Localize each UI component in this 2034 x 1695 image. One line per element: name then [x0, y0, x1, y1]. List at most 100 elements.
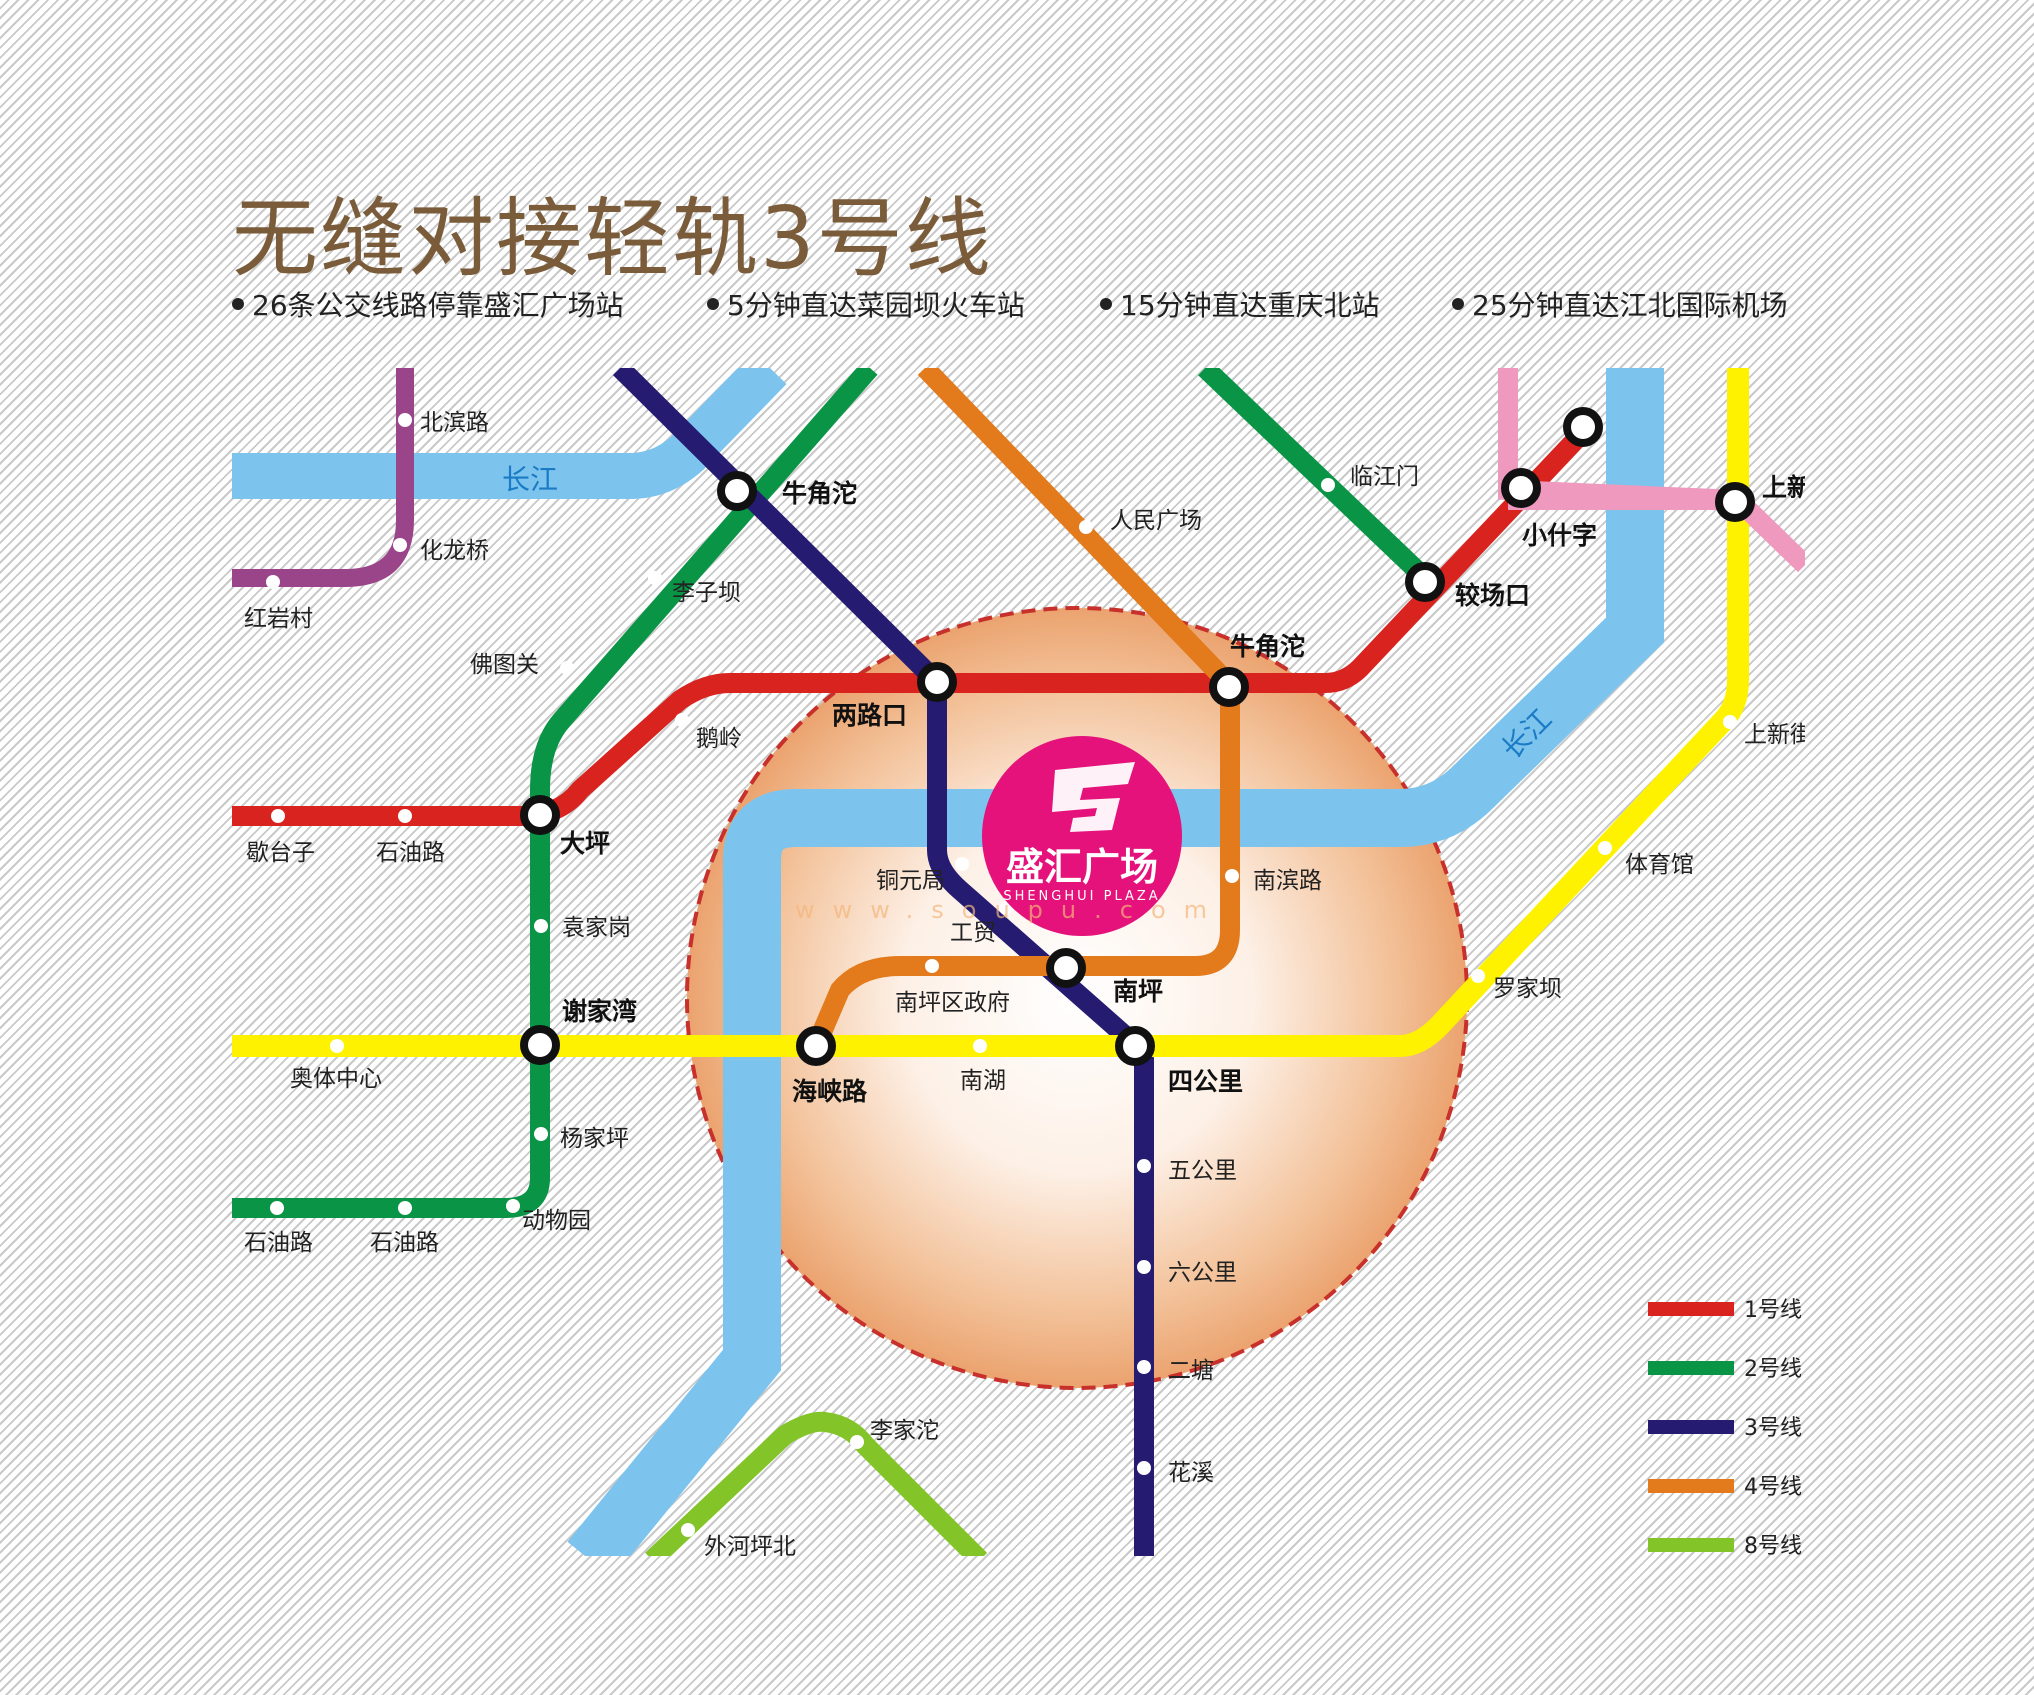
label-aotizhongxin: 奥体中心: [290, 1066, 382, 1092]
interchange-daping[interactable]: [520, 795, 560, 835]
label-linjiangmen: 临江门: [1350, 464, 1419, 490]
label-lianglukou: 两路口: [832, 701, 907, 730]
label-nanpingquzhengfu: 南坪区政府: [895, 990, 1010, 1016]
label-waihepingbei: 外河坪北: [704, 1534, 796, 1560]
legend-item-line-8: 8号线: [1648, 1534, 1828, 1559]
station-dot[interactable]: [973, 1039, 987, 1053]
label-tongyuanju: 铜元局: [876, 868, 945, 894]
line-yellow: [232, 368, 1749, 1057]
station-dot[interactable]: [648, 571, 662, 585]
station-dot[interactable]: [1137, 1260, 1151, 1274]
station-dot[interactable]: [925, 959, 939, 973]
interchange-niujiaotuo-1[interactable]: [717, 471, 757, 511]
station-dot[interactable]: [955, 857, 969, 871]
legend-item-line-2: 2号线: [1648, 1357, 1828, 1382]
legend-item-line-4: 4号线: [1648, 1475, 1828, 1500]
label-nanhu: 南湖: [960, 1068, 1006, 1094]
station-dot[interactable]: [560, 661, 574, 675]
station-dot[interactable]: [850, 1435, 864, 1449]
label-beibinlu: 北滨路: [420, 410, 489, 436]
minor-stations: [266, 413, 1737, 1537]
bullet-dot-icon: [1452, 298, 1464, 310]
interchange-sigongli[interactable]: [1115, 1026, 1155, 1066]
station-dot[interactable]: [1321, 478, 1335, 492]
label-shangxin-top: 上新: [1762, 473, 1812, 502]
station-dot[interactable]: [1723, 715, 1737, 729]
station-dot[interactable]: [393, 538, 407, 552]
label-liugongli: 六公里: [1168, 1260, 1237, 1286]
label-haixialu: 海峡路: [792, 1077, 868, 1106]
station-dot[interactable]: [398, 809, 412, 823]
label-tiyuguan: 体育馆: [1625, 852, 1694, 878]
interchange-niujiaotuo-2[interactable]: [1209, 667, 1249, 707]
station-dot[interactable]: [1598, 841, 1612, 855]
label-ertang: 二塘: [1168, 1358, 1214, 1384]
label-daping: 大坪: [560, 829, 610, 858]
label-yangjiaping: 杨家坪: [560, 1126, 629, 1152]
label-hualongqiao: 化龙桥: [420, 538, 489, 564]
label-niujiaotuo-1: 牛角沱: [782, 479, 857, 508]
station-dot[interactable]: [398, 413, 412, 427]
label-dongwuyuan: 动物园: [522, 1208, 591, 1234]
logo-mark-icon: [1052, 762, 1135, 832]
map-title: 无缝对接轻轨3号线: [232, 189, 993, 289]
station-dot[interactable]: [675, 713, 689, 727]
station-dot[interactable]: [271, 809, 285, 823]
label-hongyancun: 红岩村: [244, 606, 313, 632]
label-shangxinjie: 上新街: [1744, 722, 1813, 748]
bullet-dot-icon: [1100, 298, 1112, 310]
river-yangtze-north: [232, 368, 787, 499]
station-dot[interactable]: [506, 1199, 520, 1213]
feature-bullets: 26条公交线路停靠盛汇广场站 5分钟直达菜园坝火车站 15分钟直达重庆北站 25…: [232, 284, 1832, 328]
legend-item-line-3: 3号线: [1648, 1416, 1828, 1441]
interchange-shangxin[interactable]: [1715, 482, 1755, 522]
station-dot[interactable]: [1137, 1461, 1151, 1475]
station-dot[interactable]: [1079, 520, 1093, 534]
interchange-stations: [520, 407, 1755, 1066]
interchange-jiaochangkou[interactable]: [1405, 562, 1445, 602]
interchange-terminal[interactable]: [1563, 407, 1603, 447]
logo-name-en: SHENGHUI PLAZA: [1003, 889, 1160, 904]
label-sigongli: 四公里: [1168, 1067, 1243, 1096]
station-labels: 北滨路 化龙桥 红岩村 牛角沱 李子坝 佛图关 鹅岭 两路口 牛角沱 人民广场 …: [244, 410, 1813, 1560]
label-shiyoulu-1: 石油路: [376, 840, 445, 866]
bullet-chongqing-north: 15分钟直达重庆北站: [1100, 284, 1380, 324]
station-dot[interactable]: [681, 1523, 695, 1537]
interchange-xiejiawan[interactable]: [520, 1025, 560, 1065]
station-dot[interactable]: [270, 1201, 284, 1215]
line-pink: [1498, 368, 1805, 573]
line-2-north: [232, 368, 878, 1218]
shenghui-plaza-logo[interactable]: 盛汇广场 SHENGHUI PLAZA: [982, 736, 1182, 936]
watermark: www.soupu.com: [795, 896, 1225, 924]
logo-name: 盛汇广场: [1006, 845, 1158, 889]
interchange-haixialu[interactable]: [796, 1026, 836, 1066]
station-dot[interactable]: [1137, 1159, 1151, 1173]
station-dot[interactable]: [330, 1039, 344, 1053]
label-xiaoshizi: 小什字: [1522, 521, 1597, 550]
station-dot[interactable]: [1225, 869, 1239, 883]
station-dot[interactable]: [398, 1201, 412, 1215]
bullet-dot-icon: [707, 298, 719, 310]
label-eling: 鹅岭: [696, 726, 742, 752]
station-dot[interactable]: [266, 575, 280, 589]
interchange-nanping[interactable]: [1046, 948, 1086, 988]
legend-swatch-icon: [1648, 1420, 1734, 1434]
interchange-xiaoshizi[interactable]: [1501, 468, 1541, 508]
label-lijiatuo: 李家沱: [870, 1418, 939, 1444]
label-wugongli: 五公里: [1168, 1158, 1237, 1184]
bullet-dot-icon: [232, 298, 244, 310]
station-dot[interactable]: [534, 919, 548, 933]
label-shiyoulu-2: 石油路: [244, 1230, 313, 1256]
station-dot[interactable]: [1471, 969, 1485, 983]
interchange-lianglukou[interactable]: [917, 662, 957, 702]
station-dot[interactable]: [534, 1127, 548, 1141]
station-dot[interactable]: [1137, 1360, 1151, 1374]
label-yuanjiagang: 袁家岗: [562, 915, 631, 941]
label-renminguangchang: 人民广场: [1110, 508, 1202, 534]
label-liziba: 李子坝: [672, 580, 741, 606]
legend-swatch-icon: [1648, 1302, 1734, 1316]
legend-item-line-1: 1号线: [1648, 1298, 1828, 1323]
label-luojiaba: 罗家坝: [1493, 976, 1562, 1002]
line-purple: [232, 368, 414, 587]
